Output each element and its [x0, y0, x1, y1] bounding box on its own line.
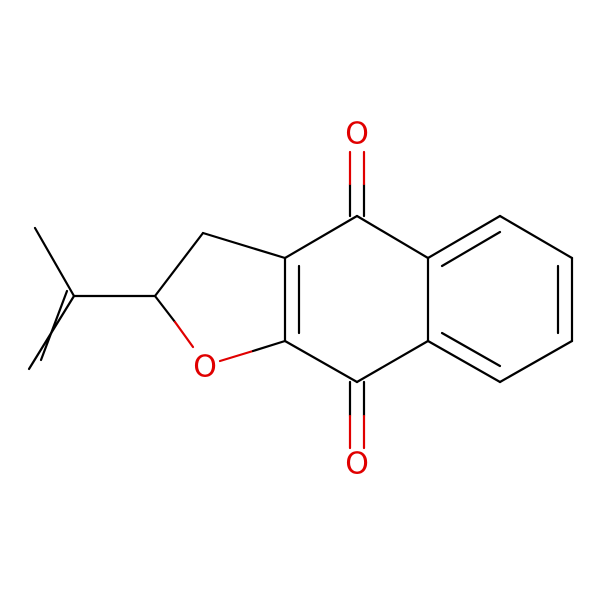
- bond-c4a-c5: [426, 214, 502, 260]
- bond-c3-c3a: [201, 231, 287, 260]
- bond-c2-o-red: [173, 320, 195, 349]
- atom-oxygen-ring: O: [193, 350, 217, 385]
- bond-vinyl-double-b: [39, 289, 69, 362]
- atom-oxygen-bottom: O: [345, 447, 369, 482]
- bond-aromatic-inner-3: [440, 331, 502, 368]
- bond-c3a-c4: [283, 214, 359, 260]
- bond-c9-c9a: [283, 339, 359, 384]
- bond-c7-c8: [498, 339, 574, 384]
- bond-c5-c6: [498, 214, 574, 260]
- bond-c2-c3: [153, 231, 205, 298]
- bond-c2-o-black: [153, 294, 177, 324]
- bond-o-c9a-black: [251, 339, 287, 353]
- bond-c8a-c9: [355, 339, 430, 384]
- bond-c4-c4a: [355, 214, 430, 260]
- atom-oxygen-top: O: [345, 117, 369, 152]
- bond-aromatic-inner-1: [440, 230, 502, 268]
- bond-methyl: [33, 226, 76, 298]
- bond-c8-c8a: [426, 339, 502, 384]
- bond-o-c9a-red: [218, 349, 255, 363]
